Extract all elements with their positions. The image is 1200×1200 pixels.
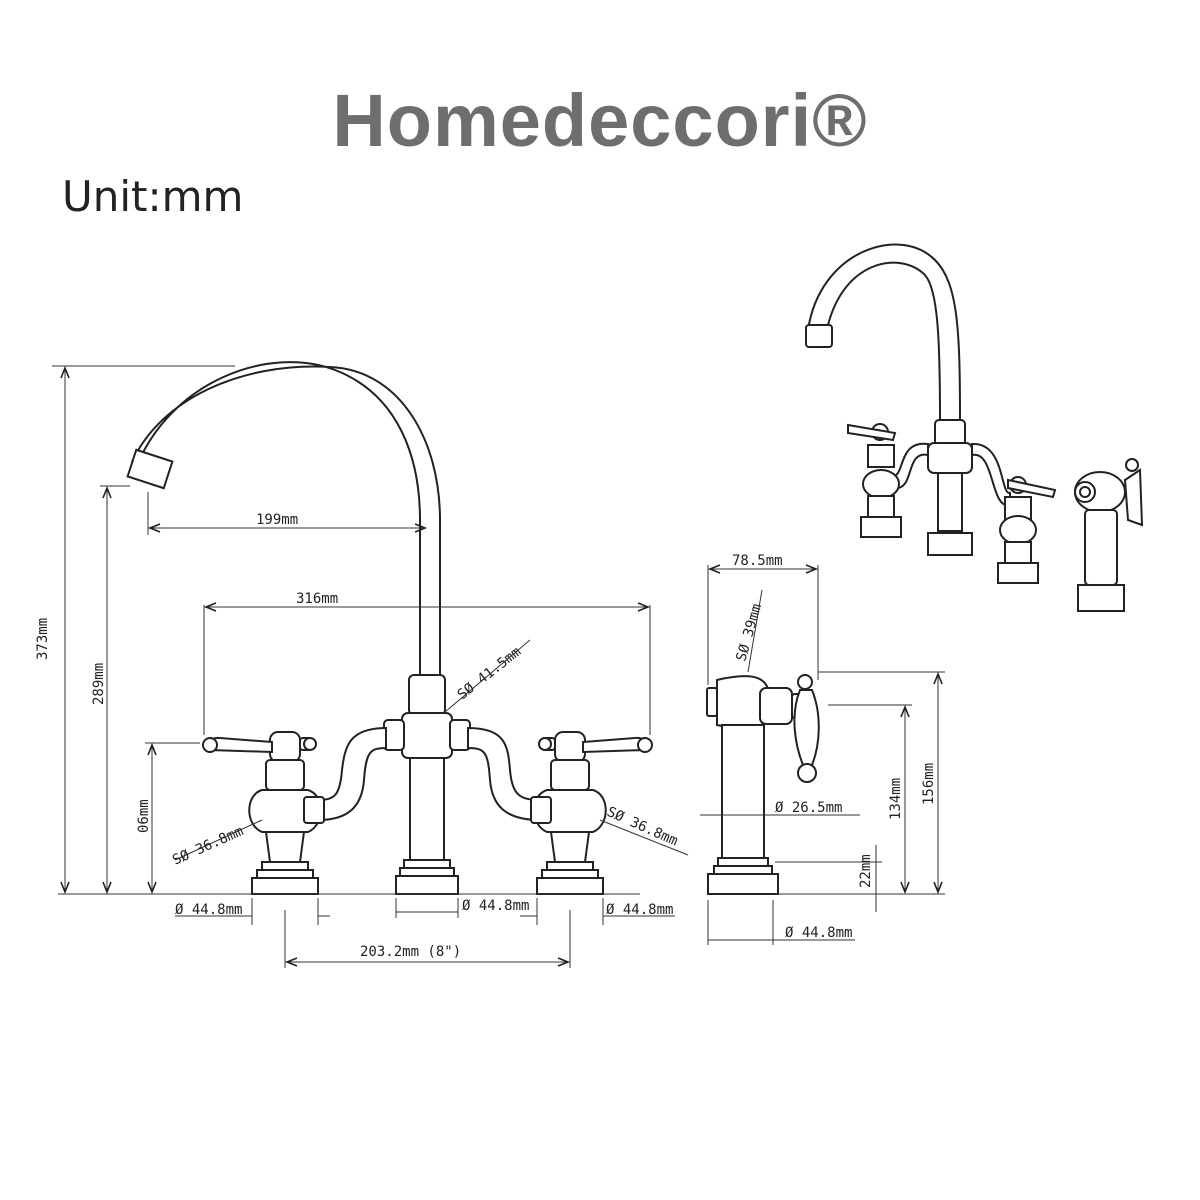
dim-spout-height: 289mm — [91, 663, 107, 705]
dim-overall-width: 316mm — [296, 591, 338, 607]
main-faucet-drawing — [58, 361, 653, 895]
dim-sprayer-head-diameter: SØ 39mm — [733, 602, 765, 663]
perspective-view — [805, 243, 1144, 612]
dim-left-base-diameter: Ø 44.8mm — [175, 902, 242, 918]
dim-handle-height: 06mm — [136, 799, 152, 833]
dim-sprayer-width: 78.5mm — [732, 553, 783, 569]
dim-spout-reach: 199mm — [256, 512, 298, 528]
dim-sprayer-base-height: 22mm — [858, 854, 874, 888]
dim-total-height: 373mm — [35, 618, 51, 660]
dim-center-body-diameter: SØ 41.5mm — [455, 644, 525, 703]
dim-center-base-diameter: Ø 44.8mm — [462, 898, 529, 914]
dim-right-base-diameter: Ø 44.8mm — [606, 902, 673, 918]
unit-label: Unit:mm — [62, 172, 244, 221]
dim-left-handle-diameter: SØ 36.8mm — [170, 823, 246, 868]
dim-sprayer-base-diameter: Ø 44.8mm — [785, 925, 852, 941]
side-sprayer-drawing — [706, 674, 820, 895]
brand-title: Homedeccori® — [332, 79, 868, 162]
dim-center-spacing: 203.2mm (8") — [360, 944, 461, 960]
dimension-lines — [52, 365, 945, 968]
dim-sprayer-stem-diameter: Ø 26.5mm — [775, 800, 842, 816]
dim-sprayer-total-height: 156mm — [921, 763, 937, 805]
dim-sprayer-body-height: 134mm — [888, 778, 904, 820]
